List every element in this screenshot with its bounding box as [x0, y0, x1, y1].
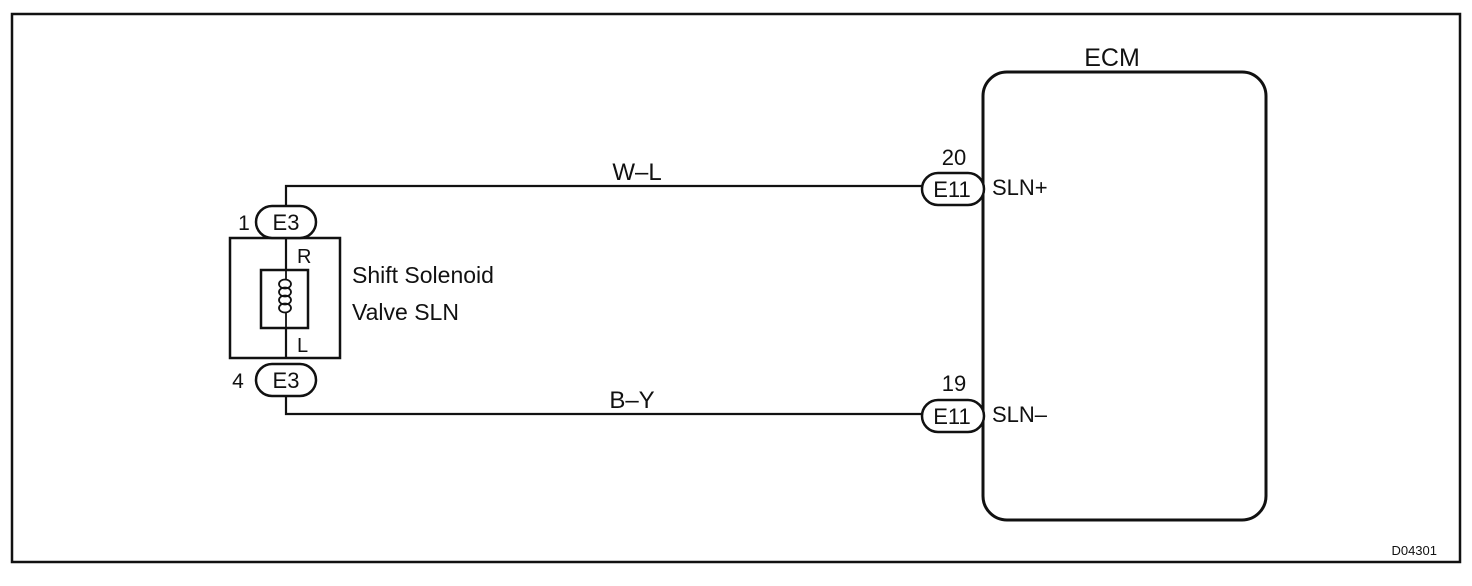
connector-e11-top [920, 171, 986, 207]
connector-e11-top-code: E11 [933, 177, 971, 202]
solenoid-terminal-l: L [297, 335, 308, 357]
connector-e3-bottom [254, 362, 318, 398]
coil-icon [278, 270, 292, 328]
ecm-signal-sln-minus: SLN– [992, 402, 1048, 427]
connector-e11-bottom [920, 398, 986, 434]
connector-e3-top-code: E3 [273, 210, 300, 235]
wire-top-color-label: W–L [612, 159, 661, 186]
connector-e3-top [254, 204, 318, 240]
connector-e3-bottom-pin: 4 [232, 370, 244, 393]
wire-bottom-color-label: B–Y [609, 387, 654, 414]
connector-e11-top-pin: 20 [942, 145, 966, 170]
coil-frame [259, 268, 310, 330]
solenoid-name-line1: Shift Solenoid [352, 262, 494, 288]
connector-e3-bottom-code: E3 [273, 368, 300, 393]
connector-e3-top-pin: 1 [238, 212, 250, 235]
connector-e11-bottom-pin: 19 [942, 371, 966, 396]
connector-e11-bottom-code: E11 [933, 404, 971, 429]
ecm-title: ECM [1084, 44, 1140, 72]
ecm-block [981, 70, 1268, 522]
wire-top [284, 184, 924, 206]
figure-code: D04301 [1391, 543, 1437, 558]
wire-bottom [284, 396, 924, 416]
solenoid-terminal-r: R [297, 246, 311, 268]
diagram-frame [10, 12, 1462, 564]
ecm-signal-sln-plus: SLN+ [992, 175, 1048, 200]
solenoid-name-line2: Valve SLN [352, 299, 459, 325]
